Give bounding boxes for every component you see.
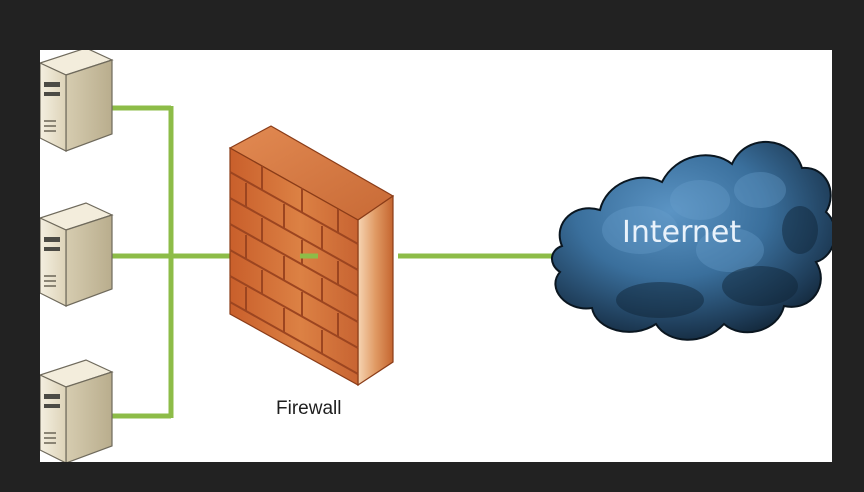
cloud-shape <box>551 140 832 341</box>
firewall-icon <box>228 125 395 387</box>
server-1-icon <box>40 50 114 152</box>
diagram-canvas: Firewall Internet <box>40 50 832 462</box>
server-3-icon <box>40 359 114 462</box>
server-2-icon <box>40 202 114 307</box>
firewall-label: Firewall <box>276 398 341 419</box>
network-links <box>110 105 560 419</box>
cloud-shadows <box>616 206 818 318</box>
internet-label: Internet <box>622 215 741 250</box>
cloud-highlights <box>602 172 786 272</box>
internet-cloud-icon <box>551 140 832 341</box>
network-diagram: Firewall Internet <box>40 50 832 462</box>
firewall-side <box>357 194 394 387</box>
firewall-mortar <box>229 166 359 375</box>
firewall-face <box>229 146 359 387</box>
